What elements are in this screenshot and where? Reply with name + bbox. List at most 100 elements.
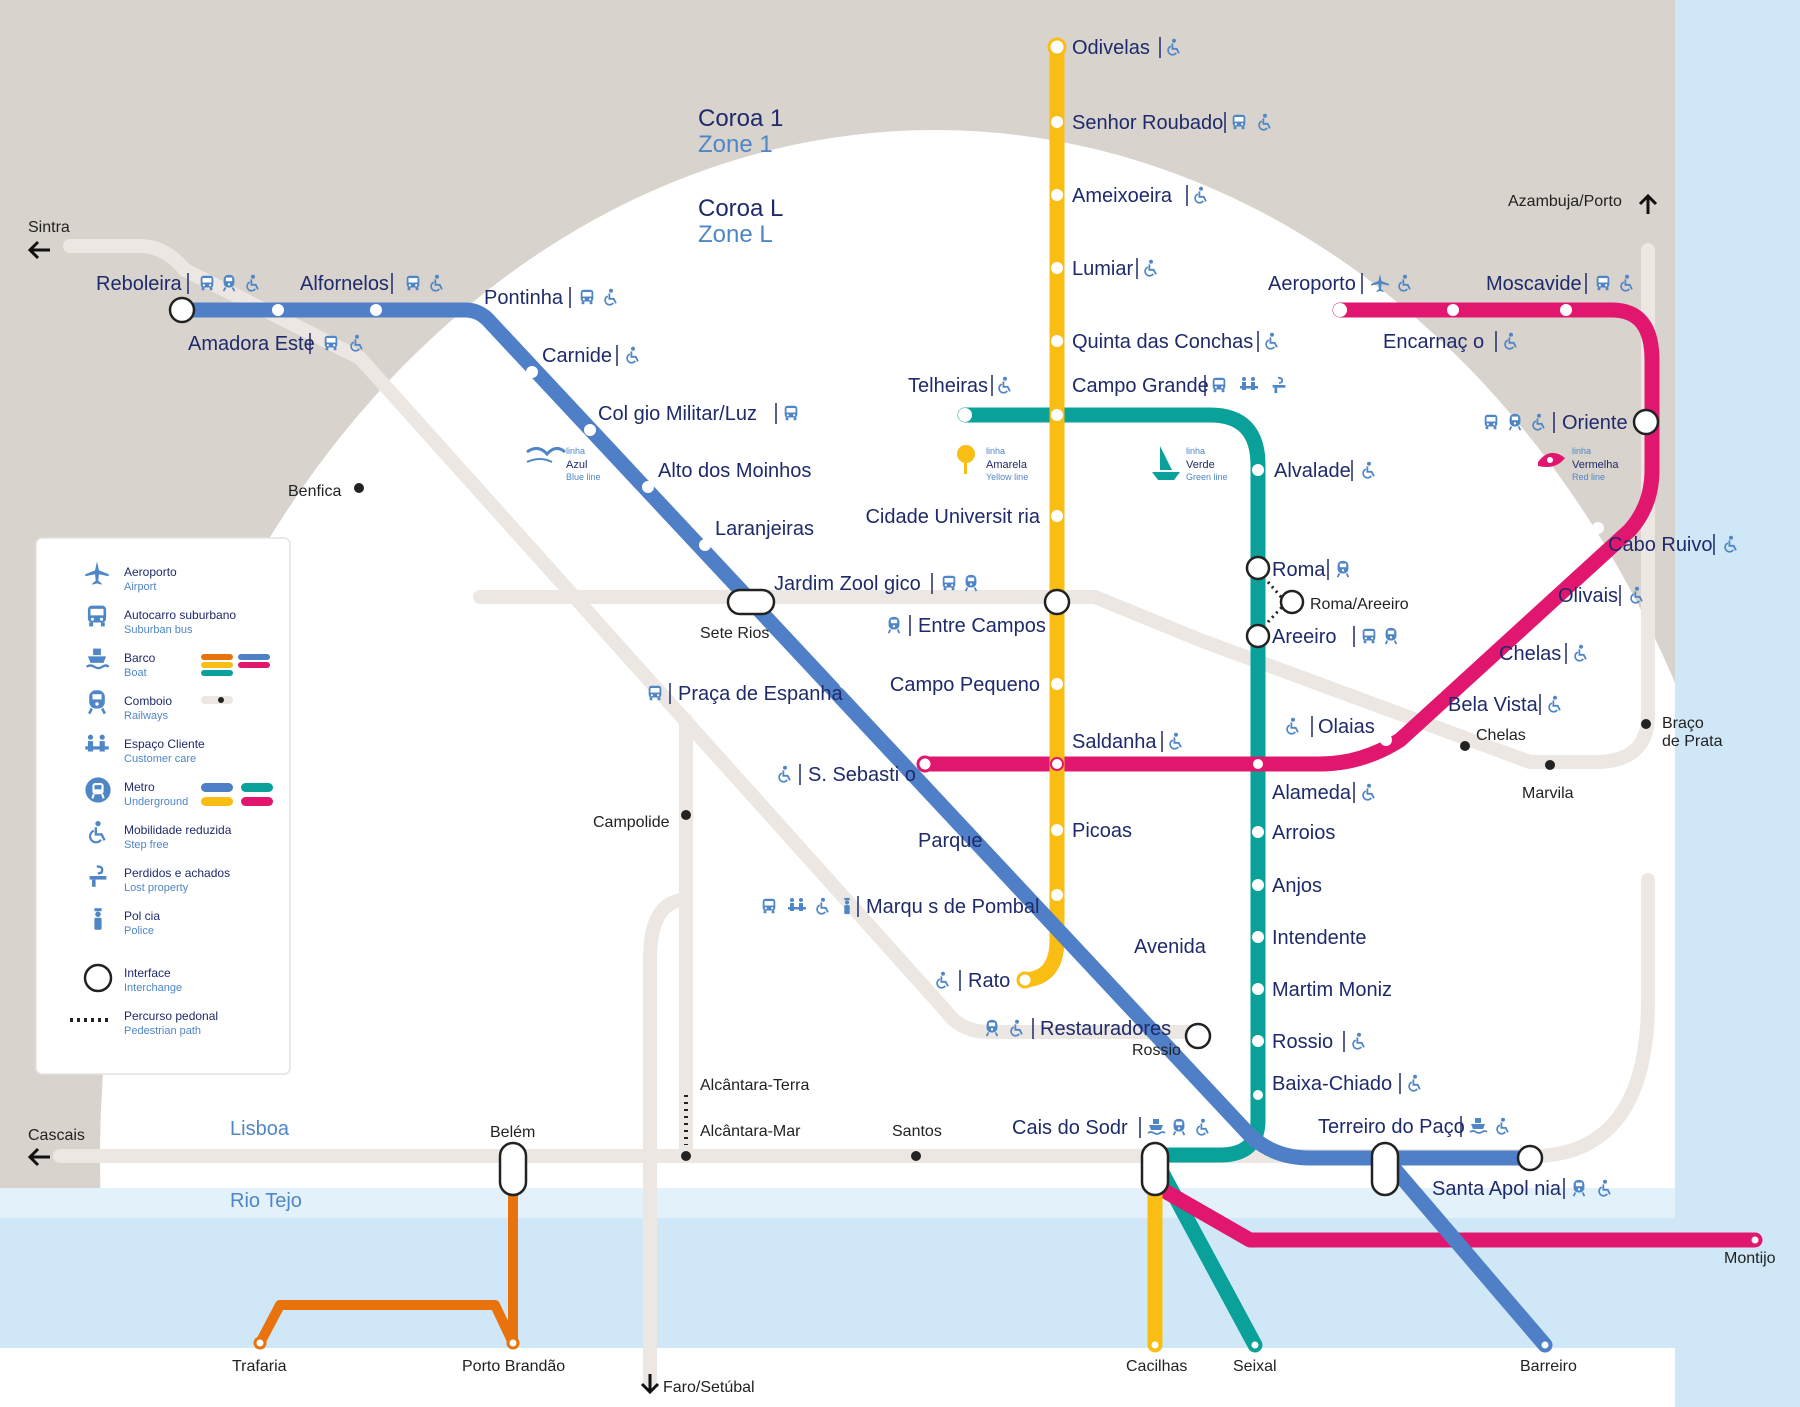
station-campo-pequeno[interactable]: Campo Pequeno — [890, 674, 1040, 696]
rail-braco-prata-2: de Prata — [1662, 733, 1723, 750]
rail-porto-brandao: Porto Brandão — [462, 1358, 565, 1375]
rail-santos: Santos — [892, 1123, 942, 1140]
station-praca-espanha[interactable]: Praça de Espanha — [678, 683, 843, 705]
station-pontinha[interactable]: Pontinha — [484, 287, 564, 309]
station-picoas[interactable]: Picoas — [1072, 820, 1132, 842]
station-senhor-roubado[interactable]: Senhor Roubado — [1072, 112, 1223, 134]
station-intendente[interactable]: Intendente — [1272, 927, 1367, 949]
station-rato[interactable]: Rato — [968, 970, 1010, 992]
legend-item-customer-care: Espaço Cliente Customer care — [85, 734, 205, 765]
station-alameda[interactable]: Alameda — [1272, 782, 1352, 804]
gull-icon — [526, 447, 566, 457]
rail-azambuja: Azambuja/Porto — [1508, 193, 1622, 210]
rail-campolide: Campolide — [593, 814, 670, 831]
svg-text:Amarela: Amarela — [986, 459, 1028, 471]
orange-ferry-line — [255, 1165, 518, 1348]
rail-sete-rios: Sete Rios — [700, 625, 769, 642]
interchange-icon — [83, 963, 113, 993]
station-laranjeiras[interactable]: Laranjeiras — [715, 518, 814, 540]
legend-item-airport: Aeroporto Airport — [85, 561, 177, 593]
svg-text:linha: linha — [986, 446, 1005, 456]
geo-rio-tejo: Rio Tejo — [230, 1190, 302, 1212]
station-aeroporto[interactable]: Aeroporto — [1268, 273, 1356, 295]
rail-roma-areeiro: Roma/Areeiro — [1310, 596, 1409, 613]
legend-panel: Aeroporto Airport Autocarro suburbano Su… — [35, 537, 291, 1075]
station-parque[interactable]: Parque — [918, 830, 983, 852]
arrow-faro — [640, 1374, 660, 1395]
svg-text:Aeroporto: Aeroporto — [124, 565, 177, 579]
station-entre-campos[interactable]: Entre Campos — [918, 615, 1046, 637]
station-anjos[interactable]: Anjos — [1272, 875, 1322, 897]
arrow-azambuja — [1638, 193, 1658, 214]
station-bela-vista[interactable]: Bela Vista — [1448, 694, 1539, 716]
station-encarnacao[interactable]: Encarnaç o — [1383, 331, 1484, 353]
svg-text:Railways: Railways — [124, 710, 169, 722]
legend-item-train: Comboio Railways — [87, 688, 233, 722]
station-alto-moinhos[interactable]: Alto dos Moinhos — [658, 460, 811, 482]
station-jardim-zoologico[interactable]: Jardim Zool gico — [774, 573, 921, 595]
station-areeiro[interactable]: Areeiro — [1272, 626, 1336, 648]
svg-text:linha: linha — [566, 446, 585, 456]
rail-cascais: Cascais — [28, 1127, 85, 1144]
station-lumiar[interactable]: Lumiar — [1072, 258, 1133, 280]
metro-station-dots — [272, 37, 1604, 1101]
svg-text:Police: Police — [124, 925, 154, 937]
rail-benfica: Benfica — [288, 483, 341, 500]
line-label-verde: linha Verde Green line — [1152, 446, 1228, 482]
station-cidade-universitaria[interactable]: Cidade Universit ria — [865, 506, 1040, 528]
station-olivais[interactable]: Olivais — [1558, 585, 1618, 607]
station-olaias[interactable]: Olaias — [1318, 716, 1375, 738]
station-alvalade[interactable]: Alvalade — [1274, 460, 1351, 482]
rail-sintra: Sintra — [28, 219, 70, 236]
station-moscavide[interactable]: Moscavide — [1486, 273, 1582, 295]
arrow-sintra — [27, 240, 50, 260]
station-s-sebastiao[interactable]: S. Sebasti o — [808, 764, 916, 786]
legend-item-metro: Metro Underground — [84, 776, 273, 808]
station-martim-moniz[interactable]: Martim Moniz — [1272, 979, 1392, 1001]
interchange-stations — [168, 296, 1660, 1197]
svg-text:Azul: Azul — [566, 459, 587, 471]
svg-text:Blue line: Blue line — [566, 472, 601, 482]
station-avenida[interactable]: Avenida — [1134, 936, 1207, 958]
station-arroios[interactable]: Arroios — [1272, 822, 1335, 844]
station-santa-apolonia[interactable]: Santa Apol nia — [1432, 1178, 1562, 1200]
rail-faro-setubal: Faro/Setúbal — [663, 1379, 755, 1396]
station-oriente[interactable]: Oriente — [1562, 412, 1628, 434]
station-chelas[interactable]: Chelas — [1499, 643, 1561, 665]
legend-item-bus: Autocarro suburbano Suburban bus — [87, 605, 236, 636]
station-telheiras[interactable]: Telheiras — [908, 375, 988, 397]
station-marques-pombal[interactable]: Marqu s de Pombal — [866, 896, 1039, 918]
station-rossio[interactable]: Rossio — [1272, 1031, 1333, 1053]
station-odivelas[interactable]: Odivelas — [1072, 37, 1150, 59]
rail-rossio: Rossio — [1132, 1042, 1181, 1059]
station-baixa-chiado[interactable]: Baixa-Chiado — [1272, 1073, 1392, 1095]
direction-arrows — [27, 193, 1658, 1395]
rail-belem: Belém — [490, 1124, 535, 1141]
station-saldanha[interactable]: Saldanha — [1072, 731, 1157, 753]
rail-marvila: Marvila — [1522, 785, 1574, 802]
station-cais-sodre[interactable]: Cais do Sodr — [1012, 1117, 1128, 1139]
station-reboleira[interactable]: Reboleira — [96, 273, 182, 295]
station-carnide[interactable]: Carnide — [542, 345, 612, 367]
legend-item-lost-property: Perdidos e achados Lost property — [88, 865, 230, 894]
caravel-icon — [1152, 446, 1180, 480]
station-campo-grande[interactable]: Campo Grande — [1072, 375, 1209, 397]
station-restauradores[interactable]: Restauradores — [1040, 1018, 1171, 1040]
station-quinta-conchas[interactable]: Quinta das Conchas — [1072, 331, 1253, 353]
line-label-amarela: linha Amarela Yellow line — [957, 445, 1028, 482]
station-alfornelos[interactable]: Alfornelos — [300, 273, 389, 295]
line-label-azul: linha Azul Blue line — [526, 446, 601, 482]
station-terreiro-paco[interactable]: Terreiro do Paço — [1318, 1116, 1465, 1138]
svg-text:linha: linha — [1186, 446, 1205, 456]
station-amadora-este[interactable]: Amadora Este — [188, 333, 315, 355]
svg-text:Autocarro suburbano: Autocarro suburbano — [124, 608, 236, 622]
svg-text:Barco: Barco — [124, 651, 156, 665]
svg-text:Yellow line: Yellow line — [986, 472, 1028, 482]
station-colegio-militar[interactable]: Col gio Militar/Luz — [598, 403, 757, 425]
station-cabo-ruivo[interactable]: Cabo Ruivo — [1608, 534, 1713, 556]
railway-labels: Sintra Benfica Sete Rios Campolide Rossi… — [28, 193, 1776, 1396]
station-roma[interactable]: Roma — [1272, 559, 1326, 581]
station-ameixoeira[interactable]: Ameixoeira — [1072, 185, 1173, 207]
rail-chelas: Chelas — [1476, 727, 1526, 744]
